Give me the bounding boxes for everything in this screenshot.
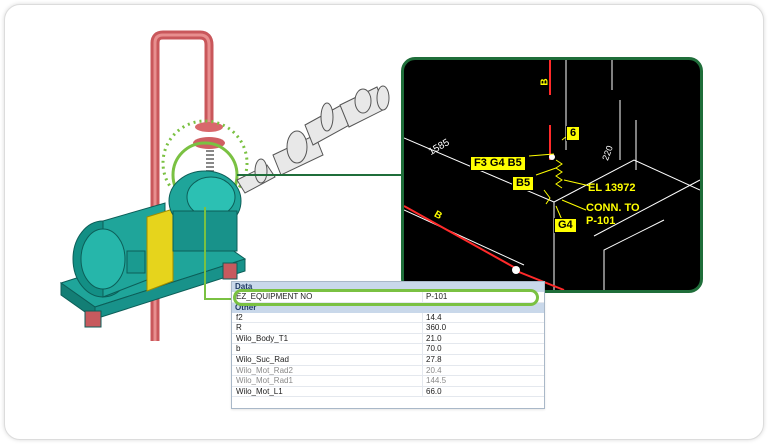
property-row[interactable]: Wilo_Mot_Rad1 144.5 (232, 376, 544, 387)
property-key: Wilo_Mot_Rad2 (232, 365, 423, 376)
property-value[interactable]: 144.5 (426, 376, 447, 386)
cad-linework (404, 60, 700, 290)
property-row[interactable]: Wilo_Mot_L1 66.0 (232, 386, 544, 398)
discharge-pipe-highlight (153, 33, 211, 341)
property-value[interactable]: 66.0 (426, 386, 442, 396)
property-key: Wilo_Suc_Rad (232, 354, 423, 365)
property-value[interactable]: 70.0 (426, 344, 442, 354)
property-key: EZ_EQUIPMENT NO (232, 292, 423, 302)
property-value[interactable]: 21.0 (426, 333, 442, 343)
pump-illustration (59, 30, 401, 341)
property-row[interactable]: Wilo_Suc_Rad 27.8 (232, 354, 544, 366)
fitting-tag-main: F3 G4 B5 (470, 156, 526, 171)
property-value[interactable]: 20.4 (426, 365, 442, 375)
connection-label-line2: P-101 (586, 215, 616, 227)
category-other[interactable]: Other (232, 302, 544, 313)
selection-dotted-ring (161, 119, 249, 207)
property-key: Wilo_Mot_Rad1 (232, 376, 423, 386)
line-number-tag: 6 (566, 126, 581, 141)
property-value[interactable]: 360.0 (426, 323, 447, 333)
property-key: Wilo_Body_T1 (232, 333, 423, 344)
properties-grid: Data EZ_EQUIPMENT NO P-101 Other f2 14.4… (231, 281, 545, 409)
callout-connector-table (204, 207, 231, 300)
property-row[interactable]: f2 14.4 (232, 312, 544, 324)
bracket-label-a: B (539, 78, 551, 86)
property-row[interactable]: Wilo_Mot_Rad2 20.4 (232, 365, 544, 377)
property-key: R (232, 323, 423, 333)
image-frame: B B 1585 220 6 F3 G4 B5 B5 G4 EL 13972 C… (4, 4, 764, 440)
property-key: b (232, 344, 423, 354)
pipe-flange-top (195, 122, 223, 132)
property-value[interactable]: 27.8 (426, 354, 442, 364)
cad-drawing-panel: B B 1585 220 6 F3 G4 B5 B5 G4 EL 13972 C… (401, 57, 703, 293)
fitting-tag-g: G4 (554, 218, 577, 233)
property-key: f2 (232, 312, 423, 323)
property-value[interactable]: 14.4 (426, 312, 442, 322)
connection-label-line1: CONN. TO (586, 202, 640, 214)
property-row-equipment-no[interactable]: EZ_EQUIPMENT NO P-101 (232, 292, 544, 303)
property-row[interactable]: R 360.0 (232, 323, 544, 334)
elevation-label: EL 13972 (588, 182, 636, 194)
suction-valve-assembly (236, 85, 390, 194)
property-row[interactable]: Wilo_Body_T1 21.0 (232, 333, 544, 345)
category-data[interactable]: Data (232, 282, 544, 292)
fitting-tag-b: B5 (512, 176, 535, 191)
property-key: Wilo_Mot_L1 (232, 386, 423, 397)
equipment-no-highlight-ring (233, 289, 539, 306)
property-value[interactable]: P-101 (426, 292, 448, 301)
property-row[interactable]: b 70.0 (232, 344, 544, 355)
pump-motor (72, 202, 174, 298)
